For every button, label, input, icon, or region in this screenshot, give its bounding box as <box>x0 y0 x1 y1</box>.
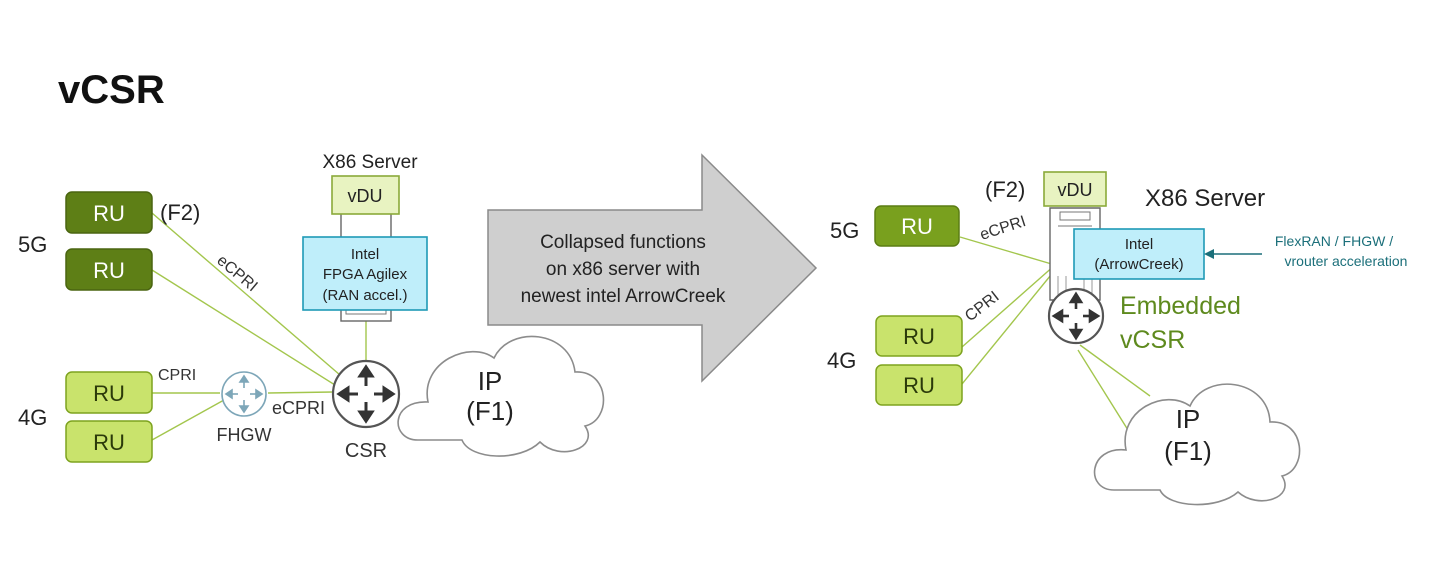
ru-label: RU <box>93 258 125 283</box>
left-links <box>151 212 367 441</box>
f2-label-right: (F2) <box>985 177 1025 202</box>
svg-text:(ArrowCreek): (ArrowCreek) <box>1094 256 1183 273</box>
vdu-box-right: vDU <box>1043 171 1107 207</box>
ru-label: RU <box>93 381 125 406</box>
ip-label-right: IP <box>1176 404 1201 434</box>
intel-arrowcreek-box: Intel (ArrowCreek) <box>1073 228 1205 280</box>
fhgw-router-icon <box>221 371 267 417</box>
ru-label: RU <box>903 324 935 349</box>
cloud-icon <box>397 335 605 457</box>
note-arrow-icon <box>1204 249 1262 259</box>
csr-label: CSR <box>345 440 387 462</box>
arrow-text-line-2: on x86 server with <box>546 259 700 280</box>
ecpri-label-right: eCPRI <box>978 213 1028 244</box>
label-4g-right: 4G <box>827 348 856 373</box>
embedded-label-line-2: vCSR <box>1120 326 1185 354</box>
page-title: vCSR <box>58 68 165 112</box>
ecpri-label-bottom: eCPRI <box>272 398 325 418</box>
ru-label: RU <box>901 214 933 239</box>
svg-text:Intel: Intel <box>1125 236 1153 253</box>
cloud-icon <box>1093 383 1301 506</box>
cpri-label-right: CPRI <box>962 288 1003 325</box>
router-icon <box>331 359 401 429</box>
svg-text:vDU: vDU <box>1058 180 1093 200</box>
ru-label: RU <box>93 201 125 226</box>
ecpri-label-top: eCPRI <box>213 252 260 295</box>
f1-label: (F1) <box>466 396 514 426</box>
note-line-1: FlexRAN / FHGW / <box>1275 233 1393 249</box>
server-title: X86 Server <box>322 152 418 173</box>
label-5g: 5G <box>18 232 47 257</box>
svg-text:Intel: Intel <box>351 246 379 263</box>
left-ru-4g-2: RU <box>65 420 153 463</box>
right-ru-4g-2: RU <box>875 364 963 406</box>
svg-text:vDU: vDU <box>348 186 383 206</box>
arrow-right-icon <box>487 153 818 383</box>
f1-label-right: (F1) <box>1164 436 1212 466</box>
server-title-right: X86 Server <box>1145 185 1265 212</box>
intel-fpga-box: Intel FPGA Agilex (RAN accel.) <box>302 236 428 311</box>
right-ru-4g-1: RU <box>875 315 963 357</box>
left-ru-5g-2: RU <box>65 248 153 291</box>
cpri-label: CPRI <box>158 367 196 384</box>
right-ru-5g: RU <box>874 205 960 247</box>
ru-label: RU <box>93 430 125 455</box>
ip-label: IP <box>478 366 503 396</box>
right-links <box>959 236 1151 431</box>
left-ru-4g-1: RU <box>65 371 153 414</box>
label-4g: 4G <box>18 405 47 430</box>
embedded-label-line-1: Embedded <box>1120 292 1241 320</box>
note-line-2: vrouter acceleration <box>1285 253 1408 269</box>
arrow-text-line-1: Collapsed functions <box>540 232 706 253</box>
svg-text:FPGA Agilex: FPGA Agilex <box>323 266 408 283</box>
left-ru-5g-1: RU <box>65 191 153 234</box>
router-icon <box>1047 287 1105 345</box>
fhgw-label: FHGW <box>217 425 272 445</box>
label-5g-right: 5G <box>830 218 859 243</box>
f2-label: (F2) <box>160 200 200 225</box>
vdu-box: vDU <box>331 175 400 215</box>
arrow-text-line-3: newest intel ArrowCreek <box>521 286 726 307</box>
ru-label: RU <box>903 373 935 398</box>
svg-text:(RAN accel.): (RAN accel.) <box>322 287 407 304</box>
